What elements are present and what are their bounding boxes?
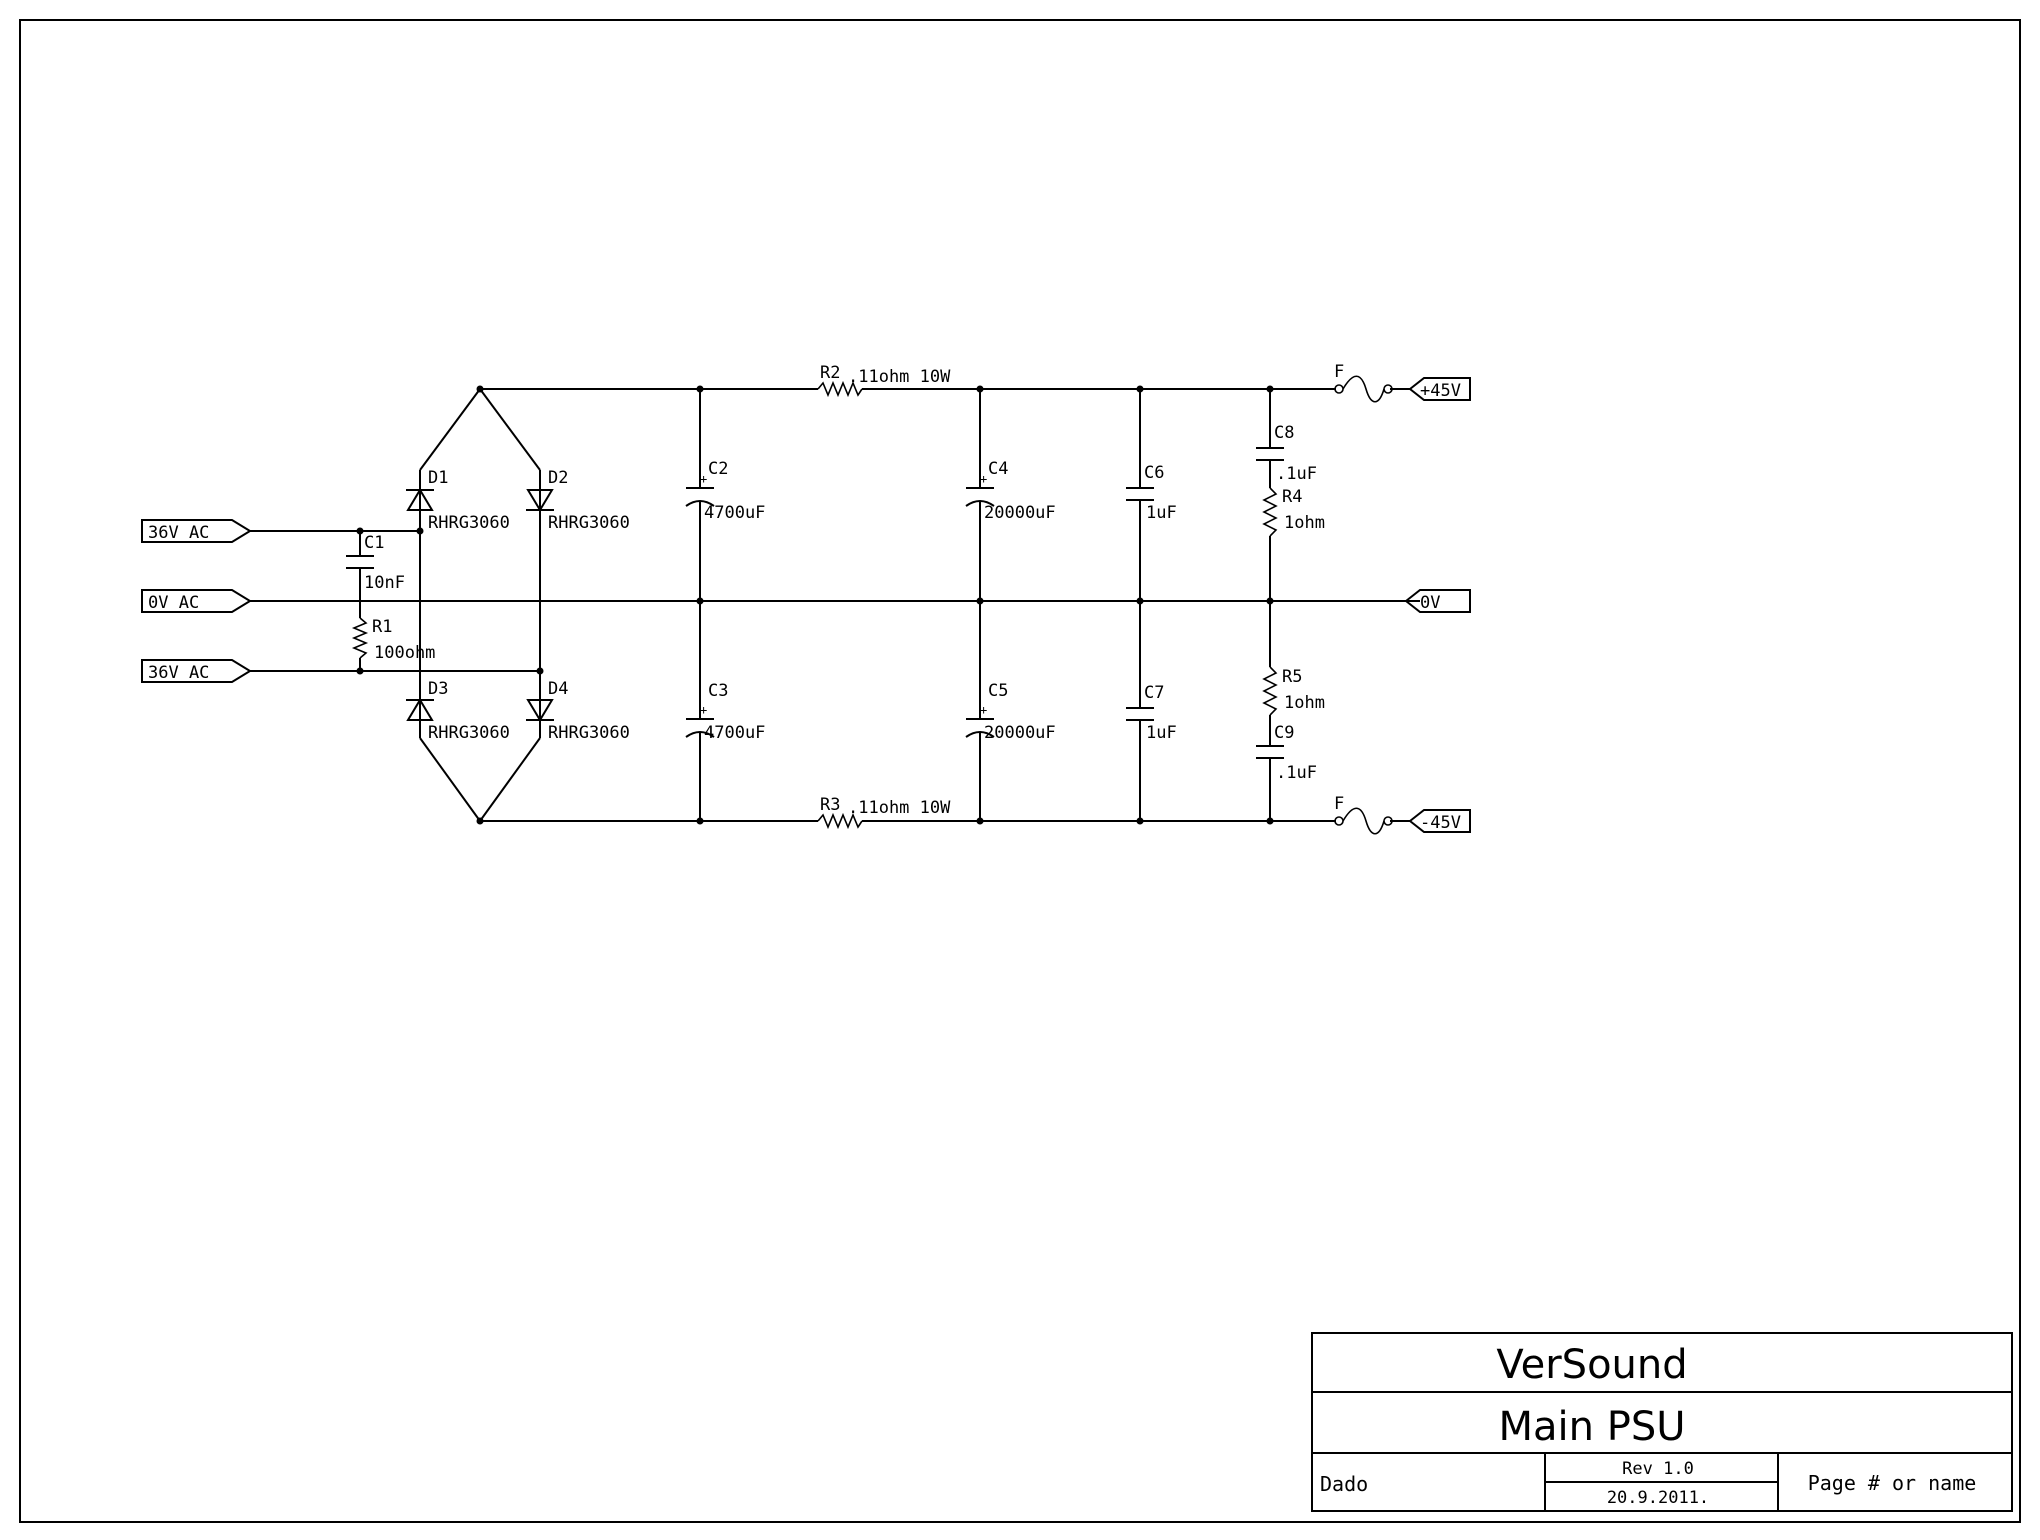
resistor-r4: R4 1ohm xyxy=(1262,487,1325,537)
fuse-bottom-ref: F xyxy=(1334,794,1344,814)
diode-d2: D2 RHRG3060 xyxy=(526,468,630,533)
title-block-company: VerSound xyxy=(1496,1342,1687,1388)
port-minus-45v-label: -45V xyxy=(1420,813,1461,833)
d3-value: RHRG3060 xyxy=(428,723,510,743)
capacitor-c2: + C2 4700uF xyxy=(685,459,765,523)
c3-ref: C3 xyxy=(708,681,728,701)
diode-d3: D3 RHRG3060 xyxy=(406,679,510,743)
port-0v-ac: 0V AC xyxy=(141,589,252,613)
title-block-revision: Rev 1.0 xyxy=(1622,1459,1694,1479)
capacitor-c7: C7 1uF xyxy=(1126,683,1177,743)
resistor-r3: R3 .11ohm 10W xyxy=(817,795,951,830)
r3-ref: R3 xyxy=(820,795,840,815)
d3-ref: D3 xyxy=(428,679,448,699)
title-block-author: Dado xyxy=(1320,1472,1368,1496)
resistor-r5: R5 1ohm xyxy=(1262,666,1325,716)
diode-d1: D1 RHRG3060 xyxy=(406,468,510,533)
svg-text:+: + xyxy=(700,472,707,486)
c3-value: 4700uF xyxy=(704,723,765,743)
svg-text:+: + xyxy=(700,703,707,717)
port-plus-45v-label: +45V xyxy=(1420,381,1461,401)
fuse-top-ref: F xyxy=(1334,362,1344,382)
r4-value: 1ohm xyxy=(1284,513,1325,533)
port-36v-ac-bottom-label: 36V AC xyxy=(148,663,209,683)
c1-ref: C1 xyxy=(364,533,384,553)
d1-value: RHRG3060 xyxy=(428,513,510,533)
port-0v-out-label: 0V xyxy=(1420,593,1440,613)
r3-value: .11ohm 10W xyxy=(848,798,951,818)
d2-value: RHRG3060 xyxy=(548,513,630,533)
c6-value: 1uF xyxy=(1146,503,1177,523)
sheet-border xyxy=(19,19,2021,1523)
r4-ref: R4 xyxy=(1282,487,1302,507)
port-minus-45v: -45V xyxy=(1408,809,1471,833)
r1-value: 100ohm xyxy=(374,643,435,663)
capacitor-c1: C1 10nF xyxy=(346,533,405,593)
c8-ref: C8 xyxy=(1274,423,1294,443)
port-0v-out: 0V xyxy=(1404,589,1471,613)
r1-ref: R1 xyxy=(372,617,392,637)
port-36v-ac-top-label: 36V AC xyxy=(148,523,209,543)
c8-value: .1uF xyxy=(1276,464,1317,484)
port-plus-45v: +45V xyxy=(1408,377,1471,401)
c9-value: .1uF xyxy=(1276,763,1317,783)
capacitor-c8: C8 .1uF xyxy=(1256,423,1317,484)
svg-text:+: + xyxy=(980,472,987,486)
fuse-bottom: F xyxy=(1334,794,1393,835)
title-block-page: Page # or name xyxy=(1808,1471,1977,1495)
c4-value: 20000uF xyxy=(984,503,1056,523)
capacitor-c3: + C3 4700uF xyxy=(685,681,765,743)
d2-ref: D2 xyxy=(548,468,568,488)
d4-ref: D4 xyxy=(548,679,568,699)
c6-ref: C6 xyxy=(1144,463,1164,483)
diode-d4: D4 RHRG3060 xyxy=(526,679,630,743)
resistor-r1: R1 100ohm xyxy=(351,617,435,663)
resistor-r2: R2 .11ohm 10W xyxy=(817,363,951,398)
c1-value: 10nF xyxy=(364,573,405,593)
c7-value: 1uF xyxy=(1146,723,1177,743)
d1-ref: D1 xyxy=(428,468,448,488)
title-block-date: 20.9.2011. xyxy=(1607,1488,1709,1508)
c5-ref: C5 xyxy=(988,681,1008,701)
capacitor-c6: C6 1uF xyxy=(1126,463,1177,523)
c9-ref: C9 xyxy=(1274,723,1294,743)
capacitor-c4: + C4 20000uF xyxy=(965,459,1056,523)
c5-value: 20000uF xyxy=(984,723,1056,743)
r2-value: .11ohm 10W xyxy=(848,367,951,387)
port-36v-ac-top: 36V AC xyxy=(141,519,252,543)
r2-ref: R2 xyxy=(820,363,840,383)
port-0v-ac-label: 0V AC xyxy=(148,593,199,613)
wires xyxy=(250,388,1420,822)
svg-text:+: + xyxy=(980,703,987,717)
capacitor-c5: + C5 20000uF xyxy=(965,681,1056,743)
c2-value: 4700uF xyxy=(704,503,765,523)
r5-value: 1ohm xyxy=(1284,693,1325,713)
c4-ref: C4 xyxy=(988,459,1008,479)
title-block-title: Main PSU xyxy=(1499,1404,1686,1450)
port-36v-ac-bottom: 36V AC xyxy=(141,659,252,683)
r5-ref: R5 xyxy=(1282,667,1302,687)
junction-dots xyxy=(356,385,1274,825)
d4-value: RHRG3060 xyxy=(548,723,630,743)
title-block: VerSound Main PSU Dado Rev 1.0 20.9.2011… xyxy=(1311,1332,2013,1512)
c2-ref: C2 xyxy=(708,459,728,479)
capacitor-c9: C9 .1uF xyxy=(1256,723,1317,783)
fuse-top: F xyxy=(1334,362,1393,403)
c7-ref: C7 xyxy=(1144,683,1164,703)
